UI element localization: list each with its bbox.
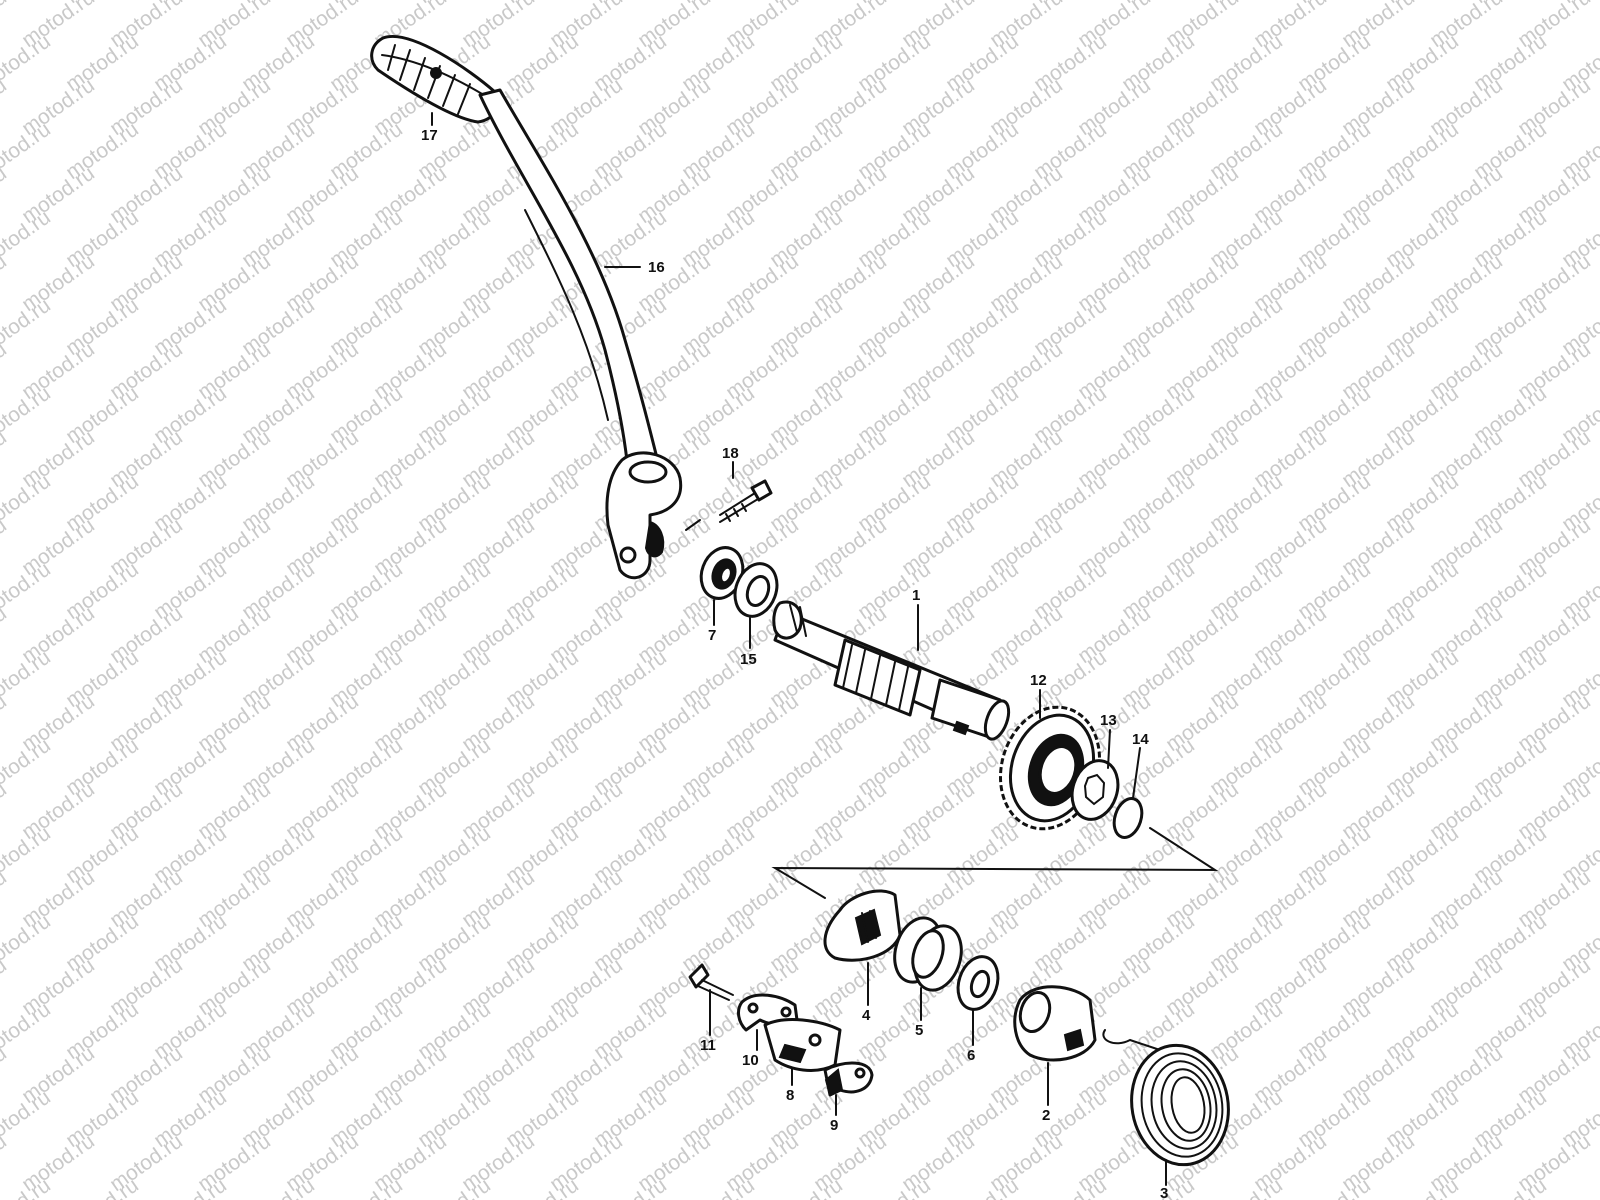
stopper-bolt [688,963,734,1001]
watermark-text: motod.ru [0,338,11,404]
watermark-text: motod.ru [1206,1174,1287,1200]
watermark-text: motod.ru [678,1174,759,1200]
kick-shaft [772,600,1011,741]
watermark-text: motod.ru [502,1174,583,1200]
watermark-text: motod.ru [0,690,11,756]
watermark-text: motod.ru [0,910,55,976]
watermark-text: motod.ru [0,514,11,580]
watermark-text: motod.ru [0,0,11,52]
washer-6 [956,955,1000,1011]
watermark-text: motod.ru [590,1174,671,1200]
leader-lines [431,112,1167,1186]
label-16: 16 [648,259,665,276]
watermark-text: motod.ru [0,954,11,1020]
spring-guide [1013,985,1097,1062]
watermark-text: motod.ru [326,1174,407,1200]
kick-ratchet [823,889,902,962]
watermark-text: motod.ru [0,1042,11,1108]
watermark-text: motod.ru [0,822,55,888]
label-13: 13 [1100,712,1117,729]
assembly-bracket [771,827,1219,899]
part-labels: 17 16 18 7 15 1 12 13 14 4 5 6 2 3 11 10… [421,127,1168,1200]
spring-collar [893,916,963,992]
watermark-text: motod.ru [0,206,55,272]
label-15: 15 [740,651,757,668]
circlip [1112,797,1144,839]
stopper-8 [763,1018,842,1072]
watermark-text: motod.ru [0,162,11,228]
kick-lever [478,88,683,580]
watermark-text: motod.ru [1118,1174,1199,1200]
watermark-text: motod.ru [1558,1174,1600,1200]
watermark-text: motod.ru [0,1086,55,1152]
label-10: 10 [742,1052,759,1069]
watermark-text: motod.ru [0,778,11,844]
label-3: 3 [1160,1185,1168,1200]
washer-15 [733,562,779,618]
label-14: 14 [1132,731,1149,748]
watermark-text: motod.ru [0,602,11,668]
watermark-text: motod.ru [854,1174,935,1200]
watermark-text: motod.ru [1294,1174,1375,1200]
watermark-text: motod.ru [0,74,11,140]
watermark-text: motod.ru [0,866,11,932]
label-8: 8 [786,1087,794,1104]
label-4: 4 [862,1007,871,1024]
label-7: 7 [708,627,716,644]
watermark-text: motod.ru [766,1174,847,1200]
watermark-text: motod.ru [1030,1174,1111,1200]
label-11: 11 [700,1037,716,1054]
watermark-text: motod.ru [0,646,55,712]
watermark-text: motod.ru [0,118,55,184]
watermark-text: motod.ru [1382,1174,1463,1200]
stopper-9 [823,1061,874,1097]
watermark-text: motod.ru [0,470,55,536]
lever-bolt [685,479,773,531]
watermark-text: motod.ru [0,382,55,448]
watermark-text: motod.ru [0,250,11,316]
spline-washer [1070,759,1120,821]
watermark-text: motod.ru [942,1174,1023,1200]
watermark-text: motod.ru [0,1130,11,1196]
label-9: 9 [830,1117,838,1134]
label-18: 18 [722,445,739,462]
label-5: 5 [915,1022,923,1039]
watermark-text: motod.ru [1470,1174,1551,1200]
watermark-text: motod.ru [0,426,11,492]
watermark-text: motod.ru [0,734,55,800]
watermark-text: motod.ru [0,30,55,96]
label-6: 6 [967,1047,975,1064]
watermark-text: motod.ru [150,1174,231,1200]
watermark-text: motod.ru [62,1174,143,1200]
label-1: 1 [912,587,920,604]
label-2: 2 [1042,1107,1050,1124]
label-17: 17 [421,127,438,144]
label-12: 12 [1030,672,1047,689]
watermark-text: motod.ru [0,294,55,360]
return-spring [1102,1029,1230,1167]
watermark-text: motod.ru [414,1174,495,1200]
kick-grip-rubber [370,35,501,124]
watermark-text: motod.ru [0,558,55,624]
watermark-text: motod.ru [0,998,55,1064]
watermark-text: motod.ru [238,1174,319,1200]
